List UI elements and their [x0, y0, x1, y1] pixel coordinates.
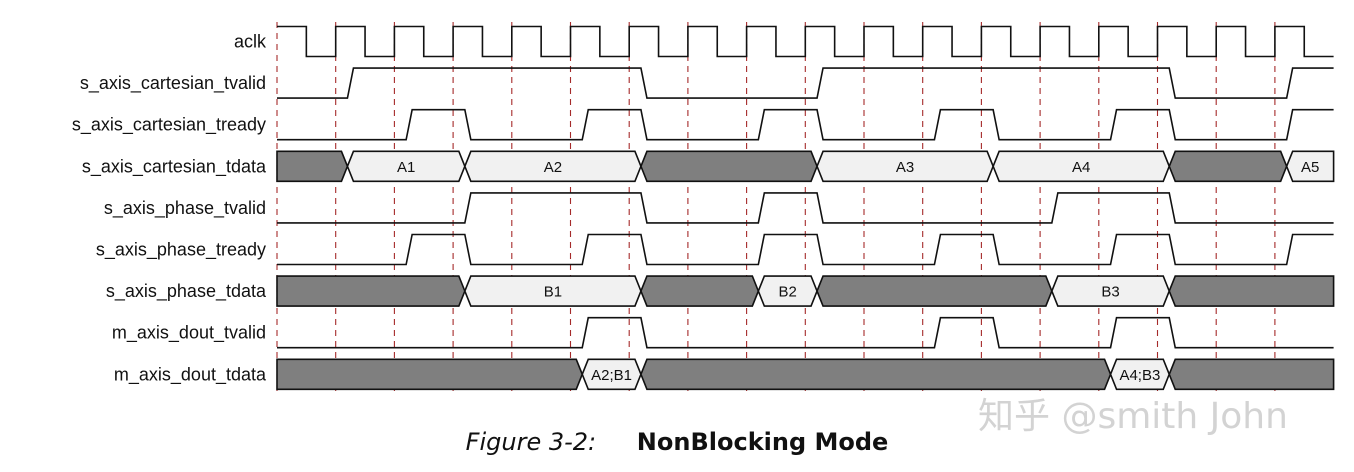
signal-label-m-axis-dout-tdata: m_axis_dout_tdata [114, 364, 267, 385]
bus-segment-invalid [640, 150, 818, 183]
bus-data-label: A4 [1072, 159, 1090, 176]
watermark-text: 知乎 @smith John [978, 396, 1288, 437]
bus-data-label: B1 [544, 284, 562, 301]
bus-data-label: A2 [544, 159, 562, 176]
signal-label-m-axis-dout-tvalid: m_axis_dout_tvalid [112, 323, 266, 344]
bus-segment-invalid [640, 275, 760, 307]
signal-label-s-axis-phase-tdata: s_axis_phase_tdata [106, 281, 267, 302]
bus-data-label: A2;B1 [591, 367, 632, 384]
waveform-s-axis-cartesian-tready [277, 108, 1334, 141]
bus-segment-invalid [276, 358, 584, 391]
signal-label-s-axis-cartesian-tready: s_axis_cartesian_tready [72, 115, 266, 136]
waveform-s-axis-cartesian-tvalid [277, 67, 1334, 99]
waveform-m-axis-dout-tvalid [277, 316, 1334, 349]
bus-data-label: A1 [397, 159, 415, 176]
bus-data-label: B2 [779, 284, 797, 301]
bus-segment-invalid [276, 150, 349, 183]
bus-segment-invalid [640, 358, 1112, 391]
signal-label-s-axis-phase-tvalid: s_axis_phase_tvalid [104, 198, 266, 219]
bus-segment-invalid [1168, 275, 1335, 307]
figure-caption: Figure 3-2: NonBlocking Mode [0, 428, 1354, 457]
waveform-s-axis-phase-tvalid [277, 192, 1334, 224]
bus-data-label: A4;B3 [1119, 367, 1160, 384]
bus-data-label: A3 [896, 159, 914, 176]
bus-data-label: B3 [1101, 284, 1119, 301]
figure-title: NonBlocking Mode [636, 428, 889, 456]
signal-label-aclk: aclk [234, 32, 267, 52]
waveform-s-axis-phase-tready [277, 233, 1334, 266]
bus-segment-invalid [276, 275, 466, 307]
bus-segment-invalid [816, 275, 1053, 307]
signal-labels: aclk s_axis_cartesian_tvalid s_axis_cartes… [72, 32, 267, 386]
signal-label-s-axis-cartesian-tvalid: s_axis_cartesian_tvalid [80, 73, 266, 94]
signal-label-s-axis-cartesian-tdata: s_axis_cartesian_tdata [82, 156, 267, 177]
signal-label-s-axis-phase-tready: s_axis_phase_tready [96, 240, 266, 261]
clock-waveform [277, 25, 1334, 58]
bus-segment-invalid [1168, 150, 1288, 183]
bus-segment-invalid [1168, 358, 1335, 391]
bus-segment-data [1285, 150, 1335, 183]
cycle-marker-lines [276, 22, 1276, 392]
figure-number: Figure 3-2: [465, 428, 597, 456]
bus-data-label: A5 [1301, 159, 1319, 176]
